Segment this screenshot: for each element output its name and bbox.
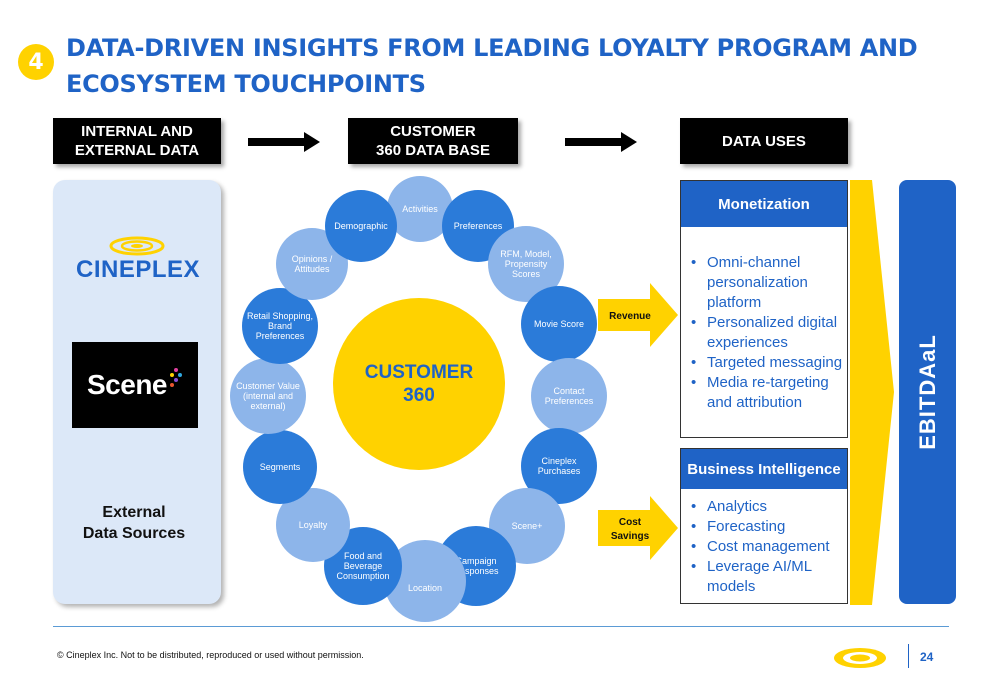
copyright-notice: © Cineplex Inc. Not to be distributed, r…	[57, 650, 364, 660]
external-data-sources-label: External Data Sources	[53, 502, 215, 544]
business-intelligence-list: Analytics Forecasting Cost management Le…	[681, 497, 847, 597]
column-header-line: INTERNAL AND	[81, 123, 193, 140]
yellow-chevron-arrow	[850, 180, 894, 605]
section-number-badge: 4	[18, 44, 54, 80]
customer-360-number: 360	[403, 385, 435, 406]
ebitdaal-bar: EBITDAaL	[899, 180, 956, 604]
page-number: 24	[920, 650, 934, 664]
business-intelligence-panel: Business Intelligence Analytics Forecast…	[680, 448, 848, 604]
column-header-data-uses: DATA USES	[680, 118, 848, 164]
cineplex-emblem-icon	[109, 236, 165, 256]
page-title: DATA-DRIVEN INSIGHTS FROM LEADING LOYALT…	[66, 34, 918, 98]
revenue-arrow: Revenue	[598, 283, 678, 347]
bubble-segments: Segments	[243, 430, 317, 504]
column-header-customer-360: CUSTOMER 360 DATA BASE	[348, 118, 518, 164]
right-arrow-icon	[565, 132, 637, 152]
bubble-movie-score: Movie Score	[521, 286, 597, 362]
list-item: Analytics	[681, 497, 847, 517]
label-line: External	[102, 504, 166, 521]
cost-savings-arrow: Cost Savings	[598, 496, 678, 560]
column-header-line: 360 DATA BASE	[376, 142, 490, 159]
bubble-rfm-model-scores: RFM, Model, Propensity Scores	[488, 226, 564, 302]
scene-logo-text: Scene	[87, 369, 168, 400]
customer-360-circle: CUSTOMER 360	[333, 298, 505, 470]
cineplex-footer-logo-icon	[834, 648, 886, 668]
column-header-line: EXTERNAL DATA	[74, 142, 200, 159]
list-item: Omni-channel personalization platform	[681, 253, 847, 313]
scene-logo: Scene	[72, 342, 198, 428]
label-line: Data Sources	[82, 525, 186, 542]
savings-label: Savings	[611, 531, 650, 542]
monetization-title: Monetization	[681, 181, 847, 227]
column-header-line: DATA USES	[722, 132, 806, 150]
cineplex-logo: CINEPLEX	[76, 256, 201, 283]
column-header-line: CUSTOMER	[390, 123, 476, 140]
ebitdaal-label: EBITDAaL	[914, 334, 940, 450]
business-intelligence-title: Business Intelligence	[681, 449, 847, 489]
monetization-list: Omni-channel personalization platform Pe…	[681, 253, 847, 413]
bubble-cineplex-purchases: Cineplex Purchases	[521, 428, 597, 504]
list-item: Leverage AI/ML models	[681, 557, 847, 597]
bubble-customer-value: Customer Value (internal and external)	[230, 358, 306, 434]
cost-label: Cost	[619, 517, 642, 528]
list-item: Media re-targeting and attribution	[681, 373, 847, 413]
page-number-divider	[908, 644, 909, 668]
revenue-label: Revenue	[609, 311, 651, 322]
bubble-demographic: Demographic	[325, 190, 397, 262]
customer-360-title: CUSTOMER	[364, 362, 474, 383]
monetization-panel: Monetization Omni-channel personalizatio…	[680, 180, 848, 438]
column-header-internal-external: INTERNAL AND EXTERNAL DATA	[53, 118, 221, 164]
list-item: Cost management	[681, 537, 847, 557]
list-item: Forecasting	[681, 517, 847, 537]
list-item: Personalized digital experiences	[681, 313, 847, 353]
list-item: Targeted messaging	[681, 353, 847, 373]
footer-divider	[53, 626, 949, 627]
bubble-retail-shopping: Retail Shopping, Brand Preferences	[242, 288, 318, 364]
bubble-contact-preferences: Contact Preferences	[531, 358, 607, 434]
scene-dots-icon	[170, 368, 182, 387]
right-arrow-icon	[248, 132, 320, 152]
